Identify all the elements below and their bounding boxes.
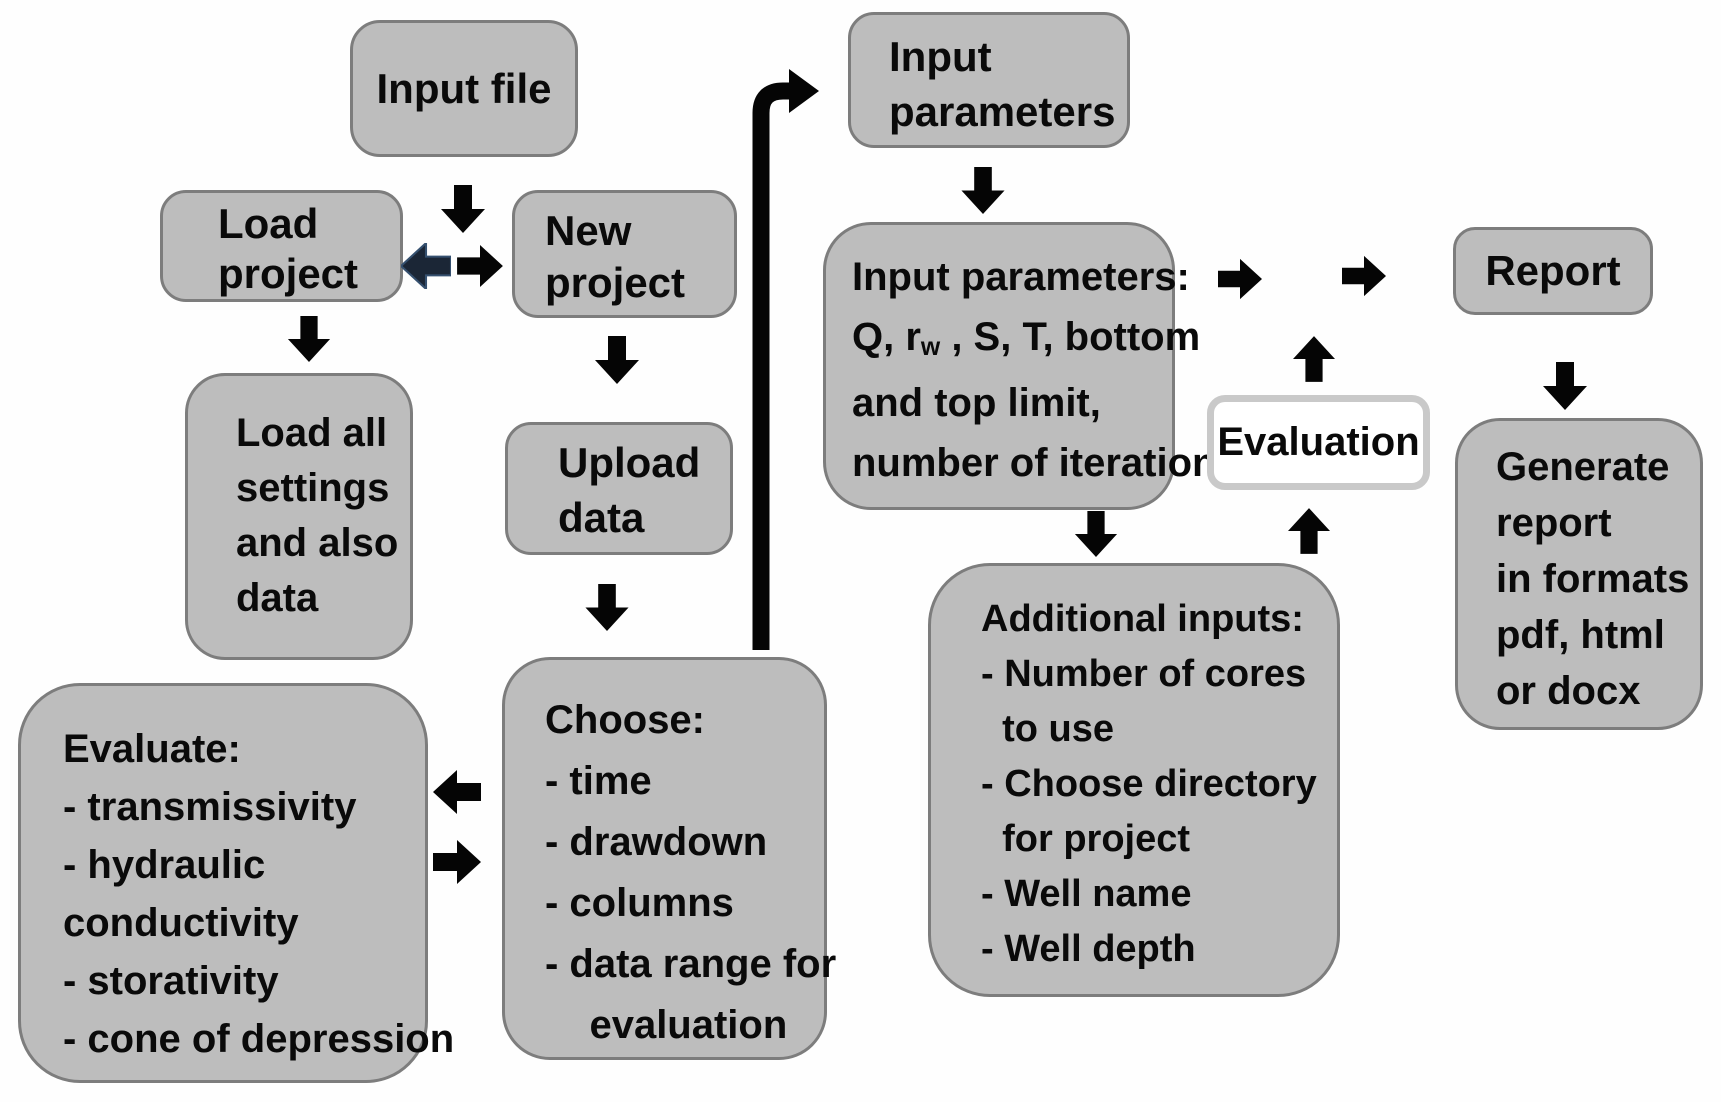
box-line: parameters (889, 88, 1116, 135)
arrow-projects-left-icon (401, 243, 451, 289)
box-line: data (558, 494, 645, 541)
box-line: - data range for (545, 942, 837, 986)
box-line: settings (236, 466, 390, 510)
box-line: pdf, html (1496, 613, 1665, 657)
box-line: Input (889, 33, 992, 80)
box-choose: Choose: - time - drawdown - columns - data r… (502, 657, 837, 1060)
arrow-new-project-down-icon (595, 336, 639, 384)
arrow-evaluate-to-choose-right-icon (433, 840, 481, 884)
box-line: in formats (1496, 557, 1690, 601)
box-upload-data: Upload data (505, 422, 733, 555)
box-line: - storativity (63, 959, 279, 1003)
box-line: Evaluate: (63, 727, 241, 771)
box-line: project (545, 259, 686, 306)
box-line: Generate (1496, 445, 1670, 489)
box-line: Q, rw , S, T, bottom (852, 307, 1200, 373)
box-line: Report (1485, 247, 1621, 294)
box-line: Upload (558, 439, 701, 486)
arrow-report-down-icon (1543, 362, 1587, 410)
box-line: - transmissivity (63, 785, 357, 829)
box-additional-inputs: Additional inputs: - Number of cores to u… (928, 563, 1340, 997)
arrow-parameters-to-additional-down-icon (1074, 511, 1118, 557)
arrow-additional-to-evaluation-up-icon (1288, 505, 1330, 557)
box-line: conductivity (63, 901, 299, 945)
arrow-load-project-down-icon (287, 316, 331, 362)
box-line: number of iteration (852, 441, 1217, 485)
box-line: Additional inputs: (981, 598, 1304, 640)
box-line: evaluation (545, 1003, 788, 1047)
box-line: - columns (545, 881, 734, 925)
box-line: Evaluation (1217, 420, 1420, 464)
box-line: Load (218, 200, 319, 247)
box-evaluation: Evaluation (1207, 395, 1430, 490)
box-line: New (545, 207, 632, 254)
box-line: Load all (236, 411, 388, 455)
arrow-evaluation-up-icon (1293, 334, 1335, 384)
arrow-upload-data-down-icon (585, 584, 629, 631)
qbox-line2-prefix: Q, r (852, 315, 921, 359)
box-new-project: New project (512, 190, 737, 318)
box-line: - Well name (981, 873, 1192, 915)
arrow-input-file-down-icon (441, 185, 485, 233)
arrow-input-parameters-down-icon (961, 167, 1005, 214)
box-generate-report: Generate report in formats pdf, html or docx (1455, 418, 1703, 730)
arrow-choose-to-input-parameters-curved-icon (745, 58, 825, 650)
box-input-file: Input file (350, 20, 578, 157)
box-line: data (236, 576, 319, 620)
box-input-parameters: Input parameters (848, 12, 1130, 148)
arrow-choose-to-evaluate-left-icon (433, 770, 481, 814)
arrow-to-report-first-right-icon (1218, 255, 1262, 303)
box-evaluate: Evaluate: - transmissivity - hydraulic cond… (18, 683, 455, 1083)
box-line: - Well depth (981, 928, 1196, 970)
box-line: - hydraulic (63, 843, 266, 887)
qbox-line2-subscript: w (920, 334, 941, 362)
qbox-line2-suffix: , S, T, bottom (940, 315, 1201, 359)
box-line: or docx (1496, 669, 1641, 713)
box-line: Choose: (545, 698, 705, 742)
box-line: Input file (376, 64, 552, 112)
arrow-to-report-second-right-icon (1342, 254, 1386, 298)
box-line: - drawdown (545, 820, 768, 864)
box-line: project (218, 250, 359, 297)
arrow-projects-right-icon (457, 245, 503, 287)
box-line: and top limit, (852, 381, 1101, 425)
box-line: to use (981, 708, 1115, 750)
box-line: and also (236, 521, 399, 565)
box-report: Report (1453, 227, 1653, 315)
box-line: - Choose directory (981, 763, 1317, 805)
box-line: - cone of depression (63, 1017, 455, 1061)
box-input-parameters-detail: Input parameters: Q, rw , S, T, bottom and… (823, 222, 1217, 510)
box-line: - Number of cores (981, 653, 1307, 695)
box-line: report (1496, 501, 1612, 545)
box-line: - time (545, 759, 652, 803)
box-load-all-settings: Load all settings and also data (185, 373, 413, 660)
box-line: for project (981, 818, 1191, 860)
box-line: Input parameters: (852, 255, 1190, 299)
